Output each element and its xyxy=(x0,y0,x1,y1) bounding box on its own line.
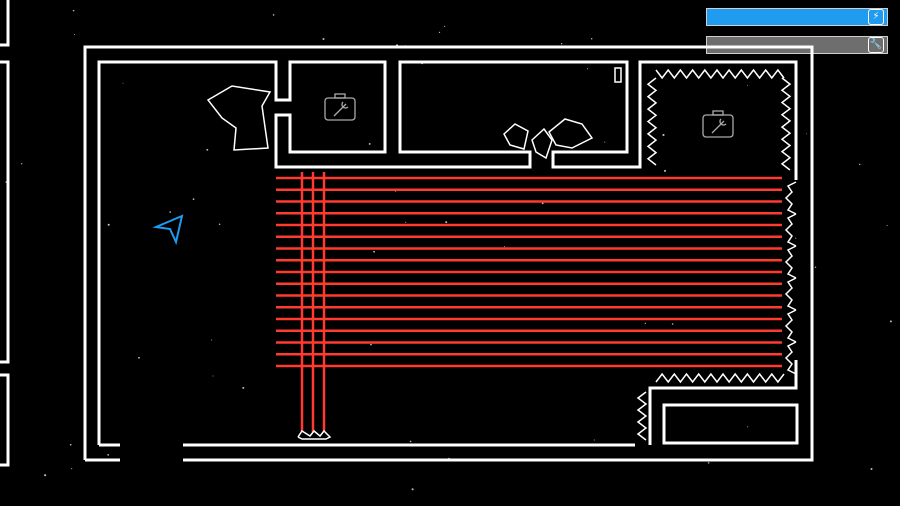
star xyxy=(368,142,371,145)
spike-walls xyxy=(636,68,797,441)
left-edge-structure xyxy=(0,0,10,467)
spike-strip xyxy=(646,77,658,166)
star xyxy=(242,386,245,389)
star xyxy=(662,133,665,137)
starfield xyxy=(5,9,892,491)
star xyxy=(795,237,797,239)
debris xyxy=(206,85,594,160)
vertical-lasers xyxy=(300,172,326,432)
star xyxy=(671,323,674,325)
star xyxy=(373,250,375,253)
shield-icon: ⚡ xyxy=(868,9,884,25)
star xyxy=(322,37,325,41)
spike-bumper xyxy=(784,181,797,215)
star xyxy=(438,31,441,34)
spike-strip xyxy=(780,77,792,171)
toolbox-icon[interactable] xyxy=(702,110,734,138)
spike-bumper xyxy=(784,309,797,343)
star xyxy=(218,223,221,226)
star xyxy=(503,246,505,248)
star xyxy=(107,223,110,226)
star xyxy=(858,163,861,166)
spike-strip xyxy=(655,68,785,80)
player-ship[interactable] xyxy=(152,214,184,246)
horizontal-lasers xyxy=(276,176,782,368)
star xyxy=(72,9,75,12)
star xyxy=(593,439,595,441)
repair-bar-fill xyxy=(707,37,887,53)
star xyxy=(663,169,667,172)
star xyxy=(122,82,124,84)
star xyxy=(444,25,446,27)
star xyxy=(590,38,593,40)
star xyxy=(806,133,808,135)
star xyxy=(71,468,73,470)
star xyxy=(21,163,23,165)
star xyxy=(272,14,275,16)
star xyxy=(541,202,544,205)
star xyxy=(206,148,209,151)
outer-walls xyxy=(83,45,814,462)
star xyxy=(604,141,606,143)
wrench-icon: 🔧 xyxy=(868,37,884,53)
spike-bumper xyxy=(784,277,797,311)
star xyxy=(814,266,817,268)
star xyxy=(870,468,873,470)
spike-bumper xyxy=(784,245,797,279)
door-icon xyxy=(614,67,622,83)
star xyxy=(747,84,748,86)
toolbox-icon[interactable] xyxy=(324,93,356,121)
star xyxy=(169,211,171,213)
star xyxy=(370,343,372,346)
star xyxy=(44,474,47,477)
star xyxy=(707,462,710,464)
star xyxy=(409,440,412,443)
spike-bumper xyxy=(784,213,797,247)
spike-strip xyxy=(655,372,785,384)
star xyxy=(138,356,140,359)
star xyxy=(560,43,563,45)
star xyxy=(74,34,76,36)
laser-emitter xyxy=(297,429,332,440)
star xyxy=(69,443,72,446)
star xyxy=(192,198,195,200)
star xyxy=(747,426,749,428)
star xyxy=(405,221,407,223)
star xyxy=(445,221,448,224)
shield-bar: ⚡ xyxy=(706,8,888,26)
star xyxy=(586,68,589,70)
star xyxy=(411,488,414,491)
spike-bumper xyxy=(784,341,797,375)
star xyxy=(886,224,888,227)
shield-bar-fill xyxy=(707,9,887,25)
star xyxy=(644,322,646,324)
star xyxy=(212,375,214,377)
spike-strip xyxy=(636,391,648,441)
star xyxy=(889,320,892,323)
star xyxy=(107,454,110,456)
star xyxy=(211,339,213,341)
repair-bar: 🔧 xyxy=(706,36,888,54)
